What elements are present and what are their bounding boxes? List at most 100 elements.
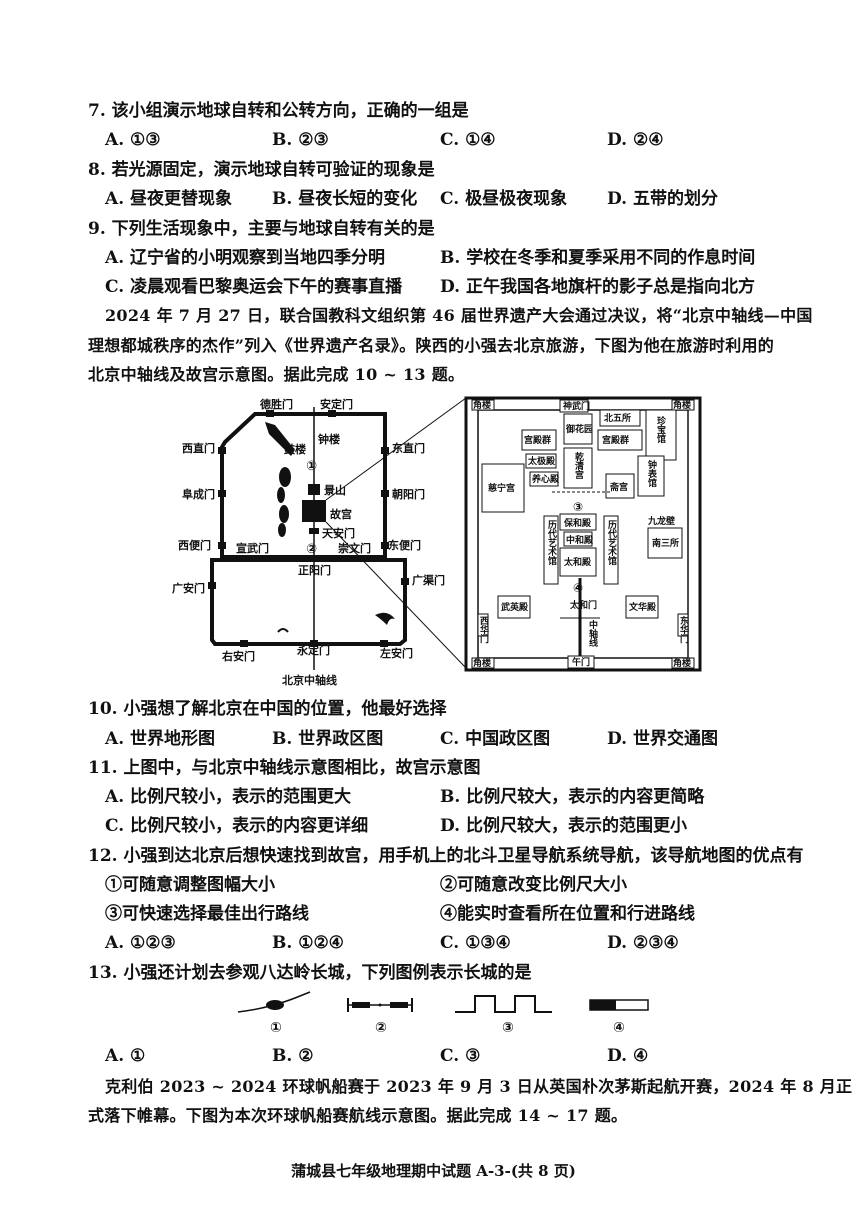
q13-option-c[interactable]: C. ③ [440,1046,481,1066]
gate-dongbianmen: 东便门 [388,538,421,552]
palace-palaces-east: 宫殿群 [602,434,629,446]
palace-wuying-hall: 武英殿 [501,601,529,613]
q7-option-b[interactable]: B. ②③ [272,130,329,150]
q13-option-d[interactable]: D. ④ [607,1046,649,1066]
q11-option-a[interactable]: A. 比例尺较小，表示的范围更大 [105,787,352,807]
q9-option-b[interactable]: B. 学校在冬季和夏季采用不同的作息时间 [440,248,756,268]
palace-treasure-hall: 珍宝馆 [655,415,666,444]
gate-xuanwumen: 宣武门 [236,541,269,555]
q8-option-d[interactable]: D. 五带的划分 [607,189,718,209]
gate-guangqumen: 广渠门 [412,573,445,587]
palace-qianqing-palace: 乾清宫 [573,451,584,480]
legend-symbol-2 [347,998,413,1012]
q9-option-c[interactable]: C. 凌晨观看巴黎奥运会下午的赛事直播 [105,277,403,297]
palace-xihuamen: 西华门 [478,616,489,644]
q8-option-c[interactable]: C. 极昼极夜现象 [440,189,568,209]
q11-option-d[interactable]: D. 比例尺较大，表示的范围更小 [440,816,687,836]
q12-option-c[interactable]: C. ①③④ [440,933,511,953]
q9-stem: 9. 下列生活现象中，主要与地球自转有关的是 [88,219,435,239]
passage1-line3: 北京中轴线及故宫示意图。据此完成 10 ~ 13 题。 [88,365,465,384]
q10-option-d[interactable]: D. 世界交通图 [607,729,718,749]
palace-zhonghe-hall: 中和殿 [566,534,594,546]
gate-chongwenmen: 崇文门 [338,541,371,555]
gate-youanmen: 右安门 [221,649,255,663]
palace-corner-tower-ne: 角楼 [673,399,691,411]
q7-option-a[interactable]: A. ①③ [105,130,161,150]
legend-symbol-3 [455,995,552,1013]
q12-option-a[interactable]: A. ①②③ [105,933,176,953]
palace-nine-dragon-wall: 九龙壁 [647,515,675,527]
passage2-line1: 克利伯 2023 ~ 2024 环球帆船赛于 2023 年 9 月 3 日从英国… [105,1077,853,1096]
q9-option-a[interactable]: A. 辽宁省的小明观察到当地四季分明 [105,248,386,268]
palace-baohe-hall: 保和殿 [563,517,592,529]
q12-option-d[interactable]: D. ②③④ [607,933,679,953]
gate-andingmen: 安定门 [320,397,353,411]
q10-option-b[interactable]: B. 世界政区图 [272,729,384,749]
gate-xibianmen: 西便门 [178,538,211,552]
legend-symbol-4 [589,999,649,1011]
passage1-line1: 2024 年 7 月 27 日，联合国教科文组织第 46 届世界遗产大会通过决议… [105,306,813,325]
inner-city-outline [220,412,387,559]
q12-statement-3: ③可快速选择最佳出行路线 [105,904,309,924]
palace-art-hall-west: 历代艺术馆 [546,520,558,566]
palace-nansansuo: 南三所 [652,537,679,549]
gate-deshengmen: 德胜门 [259,397,293,411]
tiananmen-block [309,528,319,534]
jingshan-block [308,484,320,495]
q12-statement-4: ④能实时查看所在位置和行进路线 [440,904,695,924]
palace-taihemen: 太和门 [569,599,597,611]
palace-shenwumen: 神武门 [563,400,590,412]
zoom-line-top [325,397,467,501]
q8-option-a[interactable]: A. 昼夜更替现象 [105,189,233,209]
marker-1: ① [306,459,317,474]
palace-art-hall-east: 历代艺术馆 [606,520,618,566]
q10-stem: 10. 小强想了解北京在中国的位置，他最好选择 [88,699,447,719]
q12-statement-1: ①可随意调整图幅大小 [105,875,275,895]
palace-beiwusuo: 北五所 [604,412,631,424]
palace-corner-tower-sw: 角楼 [473,657,491,669]
legend-label-1: ① [270,1020,282,1036]
q10-option-c[interactable]: C. 中国政区图 [440,729,551,749]
gate-xizhimen: 西直门 [182,441,215,455]
legend-label-3: ③ [502,1020,514,1036]
q13-stem: 13. 小强还计划去参观八达岭长城，下列图例表示长城的是 [88,963,532,983]
q7-option-d[interactable]: D. ②④ [607,130,664,150]
legend-label-2: ② [375,1020,387,1036]
palace-wenhua-hall: 文华殿 [628,601,657,613]
landmark-jingshan: 景山 [323,483,346,497]
gate-tiananmen: 天安门 [322,526,355,540]
palace-taihe-hall: 太和殿 [563,556,592,568]
q11-stem: 11. 上图中，与北京中轴线示意图相比，故宫示意图 [88,758,481,778]
palace-map [464,396,702,672]
palace-corner-tower-nw: 角楼 [473,399,491,411]
palace-marker-3: ③ [573,500,583,514]
q11-option-c[interactable]: C. 比例尺较小，表示的内容更详细 [105,816,369,836]
gate-guanganmen: 广安门 [172,581,205,595]
q7-option-c[interactable]: C. ①④ [440,130,496,150]
gate-zhengyangmen: 正阳门 [298,563,331,577]
q12-stem: 12. 小强到达北京后想快速找到故宫，用手机上的北斗卫星导航系统导航，该导航地图… [88,846,804,866]
palace-zhai-palace: 斋宫 [609,481,628,493]
legend-symbol-1 [237,991,311,1013]
q12-statement-2: ②可随意改变比例尺大小 [440,875,627,895]
page-footer: 蒲城县七年级地理期中试题 A-3-(共 8 页) [291,1162,576,1180]
marker-2: ② [306,542,317,557]
landmark-drum-tower: 鼓楼 [284,442,306,456]
outer-city-outline [210,558,407,646]
q7-stem: 7. 该小组演示地球自转和公转方向，正确的一组是 [88,101,469,121]
passage2-line2: 式落下帷幕。下图为本次环球帆船赛航线示意图。据此完成 14 ~ 17 题。 [88,1106,628,1125]
landmark-forbidden-city: 故宫 [330,507,352,521]
q13-option-b[interactable]: B. ② [272,1046,314,1066]
q11-option-b[interactable]: B. 比例尺较大，表示的内容更简略 [440,787,705,807]
palace-palaces-west: 宫殿群 [524,434,551,446]
q13-option-a[interactable]: A. ① [105,1046,146,1066]
palace-taiji-hall: 太极殿 [527,455,556,467]
q10-option-a[interactable]: A. 世界地形图 [105,729,216,749]
gate-yongdingmen: 永定门 [296,643,330,657]
passage1-line2: 理想都城秩序的杰作”列入《世界遗产名录》。陕西的小强去北京旅游，下图为他在旅游时… [88,336,775,355]
q8-option-b[interactable]: B. 昼夜长短的变化 [272,189,418,209]
zoom-line-bottom [325,521,467,669]
q9-option-d[interactable]: D. 正午我国各地旗杆的影子总是指向北方 [440,277,755,297]
palace-wumen: 午门 [572,656,590,668]
q12-option-b[interactable]: B. ①②④ [272,933,344,953]
